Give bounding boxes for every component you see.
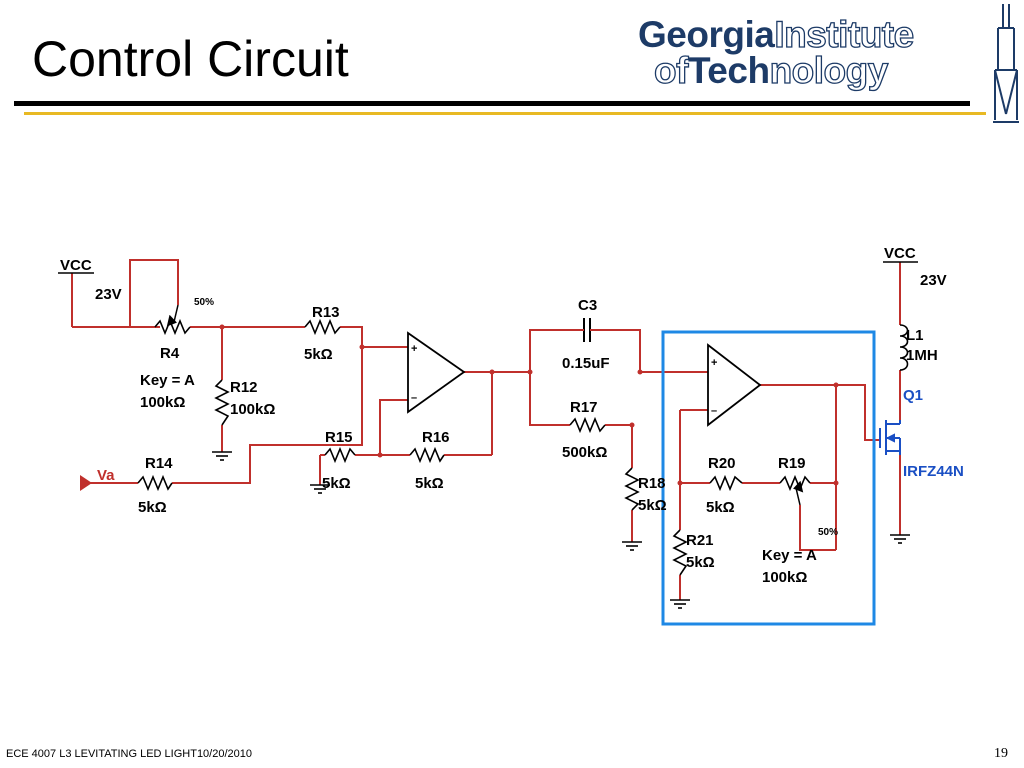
ground-icon [670, 599, 690, 609]
title-divider-black [14, 101, 970, 106]
opamp-2 [707, 343, 762, 427]
r15-val-label: 5kΩ [322, 475, 351, 492]
r15-resistor [324, 446, 356, 464]
slide-footer: ECE 4007 L3 LEVITATING LED LIGHT10/20/20… [6, 748, 252, 760]
r19-val-label: 100kΩ [762, 569, 807, 586]
r20-val-label: 5kΩ [706, 499, 735, 516]
r17-val-label: 500kΩ [562, 444, 607, 461]
r18-resistor [624, 467, 640, 511]
r21-val-label: 5kΩ [686, 554, 715, 571]
vcc-right-label: VCC [884, 245, 916, 262]
highlight-box [661, 330, 876, 626]
r14-resistor [137, 474, 173, 492]
logo-text-georgia: Georgia [638, 14, 775, 55]
r16-name-label: R16 [422, 429, 450, 446]
r4-val-label: 100kΩ [140, 394, 185, 411]
c3-capacitor [575, 318, 597, 342]
q1-mosfet [879, 420, 901, 455]
r14-name-label: R14 [145, 455, 173, 472]
r12-val-label: 100kΩ [230, 401, 275, 418]
vcc-left-label: VCC [60, 257, 92, 274]
r20-name-label: R20 [708, 455, 736, 472]
r14-val-label: 5kΩ [138, 499, 167, 516]
ground-icon [622, 541, 642, 551]
title-divider-gold [24, 112, 986, 115]
opamp2-minus: – [711, 405, 717, 417]
c3-val-label: 0.15uF [562, 355, 610, 372]
ground-icon [212, 451, 232, 461]
r19-name-label: R19 [778, 455, 806, 472]
r18-name-label: R18 [638, 475, 666, 492]
r18-val-label: 5kΩ [638, 497, 667, 514]
r12-name-label: R12 [230, 379, 258, 396]
logo-text-of: of [653, 50, 689, 91]
opamp1-plus: + [411, 343, 417, 355]
l1-inductor [899, 324, 909, 371]
c3-name-label: C3 [578, 297, 597, 314]
r4-resistor [154, 318, 191, 336]
r13-resistor [304, 318, 341, 336]
r13-val-label: 5kΩ [304, 346, 333, 363]
r12-resistor [214, 379, 230, 426]
r13-name-label: R13 [312, 304, 340, 321]
l1-name-label: L1 [906, 327, 924, 344]
va-label: Va [97, 467, 115, 484]
r19-pct-label: 50% [818, 527, 838, 538]
r19-resistor [779, 474, 811, 492]
r19-key-label: Key = A [762, 547, 817, 564]
r17-resistor [569, 416, 606, 434]
r20-resistor [709, 474, 743, 492]
v23-left-label: 23V [95, 286, 122, 303]
logo-text-tech: Tech [687, 50, 770, 91]
page-number: 19 [994, 746, 1008, 761]
r21-name-label: R21 [686, 532, 714, 549]
r4-pct-label: 50% [194, 297, 214, 308]
logo-text-nology: nology [769, 50, 889, 91]
q1-name-label: Q1 [903, 387, 923, 404]
logo-text-institute: Institute [774, 14, 915, 55]
slide-title: Control Circuit [32, 31, 349, 87]
control-circuit-schematic: + – + – [58, 245, 964, 626]
r4-name-label: R4 [160, 345, 180, 362]
r16-val-label: 5kΩ [415, 475, 444, 492]
r16-resistor [409, 446, 445, 464]
tech-tower-icon [993, 4, 1019, 123]
r15-name-label: R15 [325, 429, 353, 446]
opamp1-minus: – [411, 392, 417, 404]
r17-name-label: R17 [570, 399, 598, 416]
junction-dots [219, 324, 839, 486]
q1-part-label: IRFZ44N [903, 463, 964, 480]
ground-icon [890, 534, 910, 544]
v23-right-label: 23V [920, 272, 947, 289]
ground-icon [310, 484, 330, 494]
r21-resistor [672, 529, 688, 576]
l1-val-label: 1MH [906, 347, 938, 364]
opamp-1 [407, 331, 466, 414]
r4-key-label: Key = A [140, 372, 195, 389]
georgia-tech-logo: GeorgiaInstitute ofTechnology [632, 10, 994, 94]
opamp2-plus: + [711, 357, 717, 369]
